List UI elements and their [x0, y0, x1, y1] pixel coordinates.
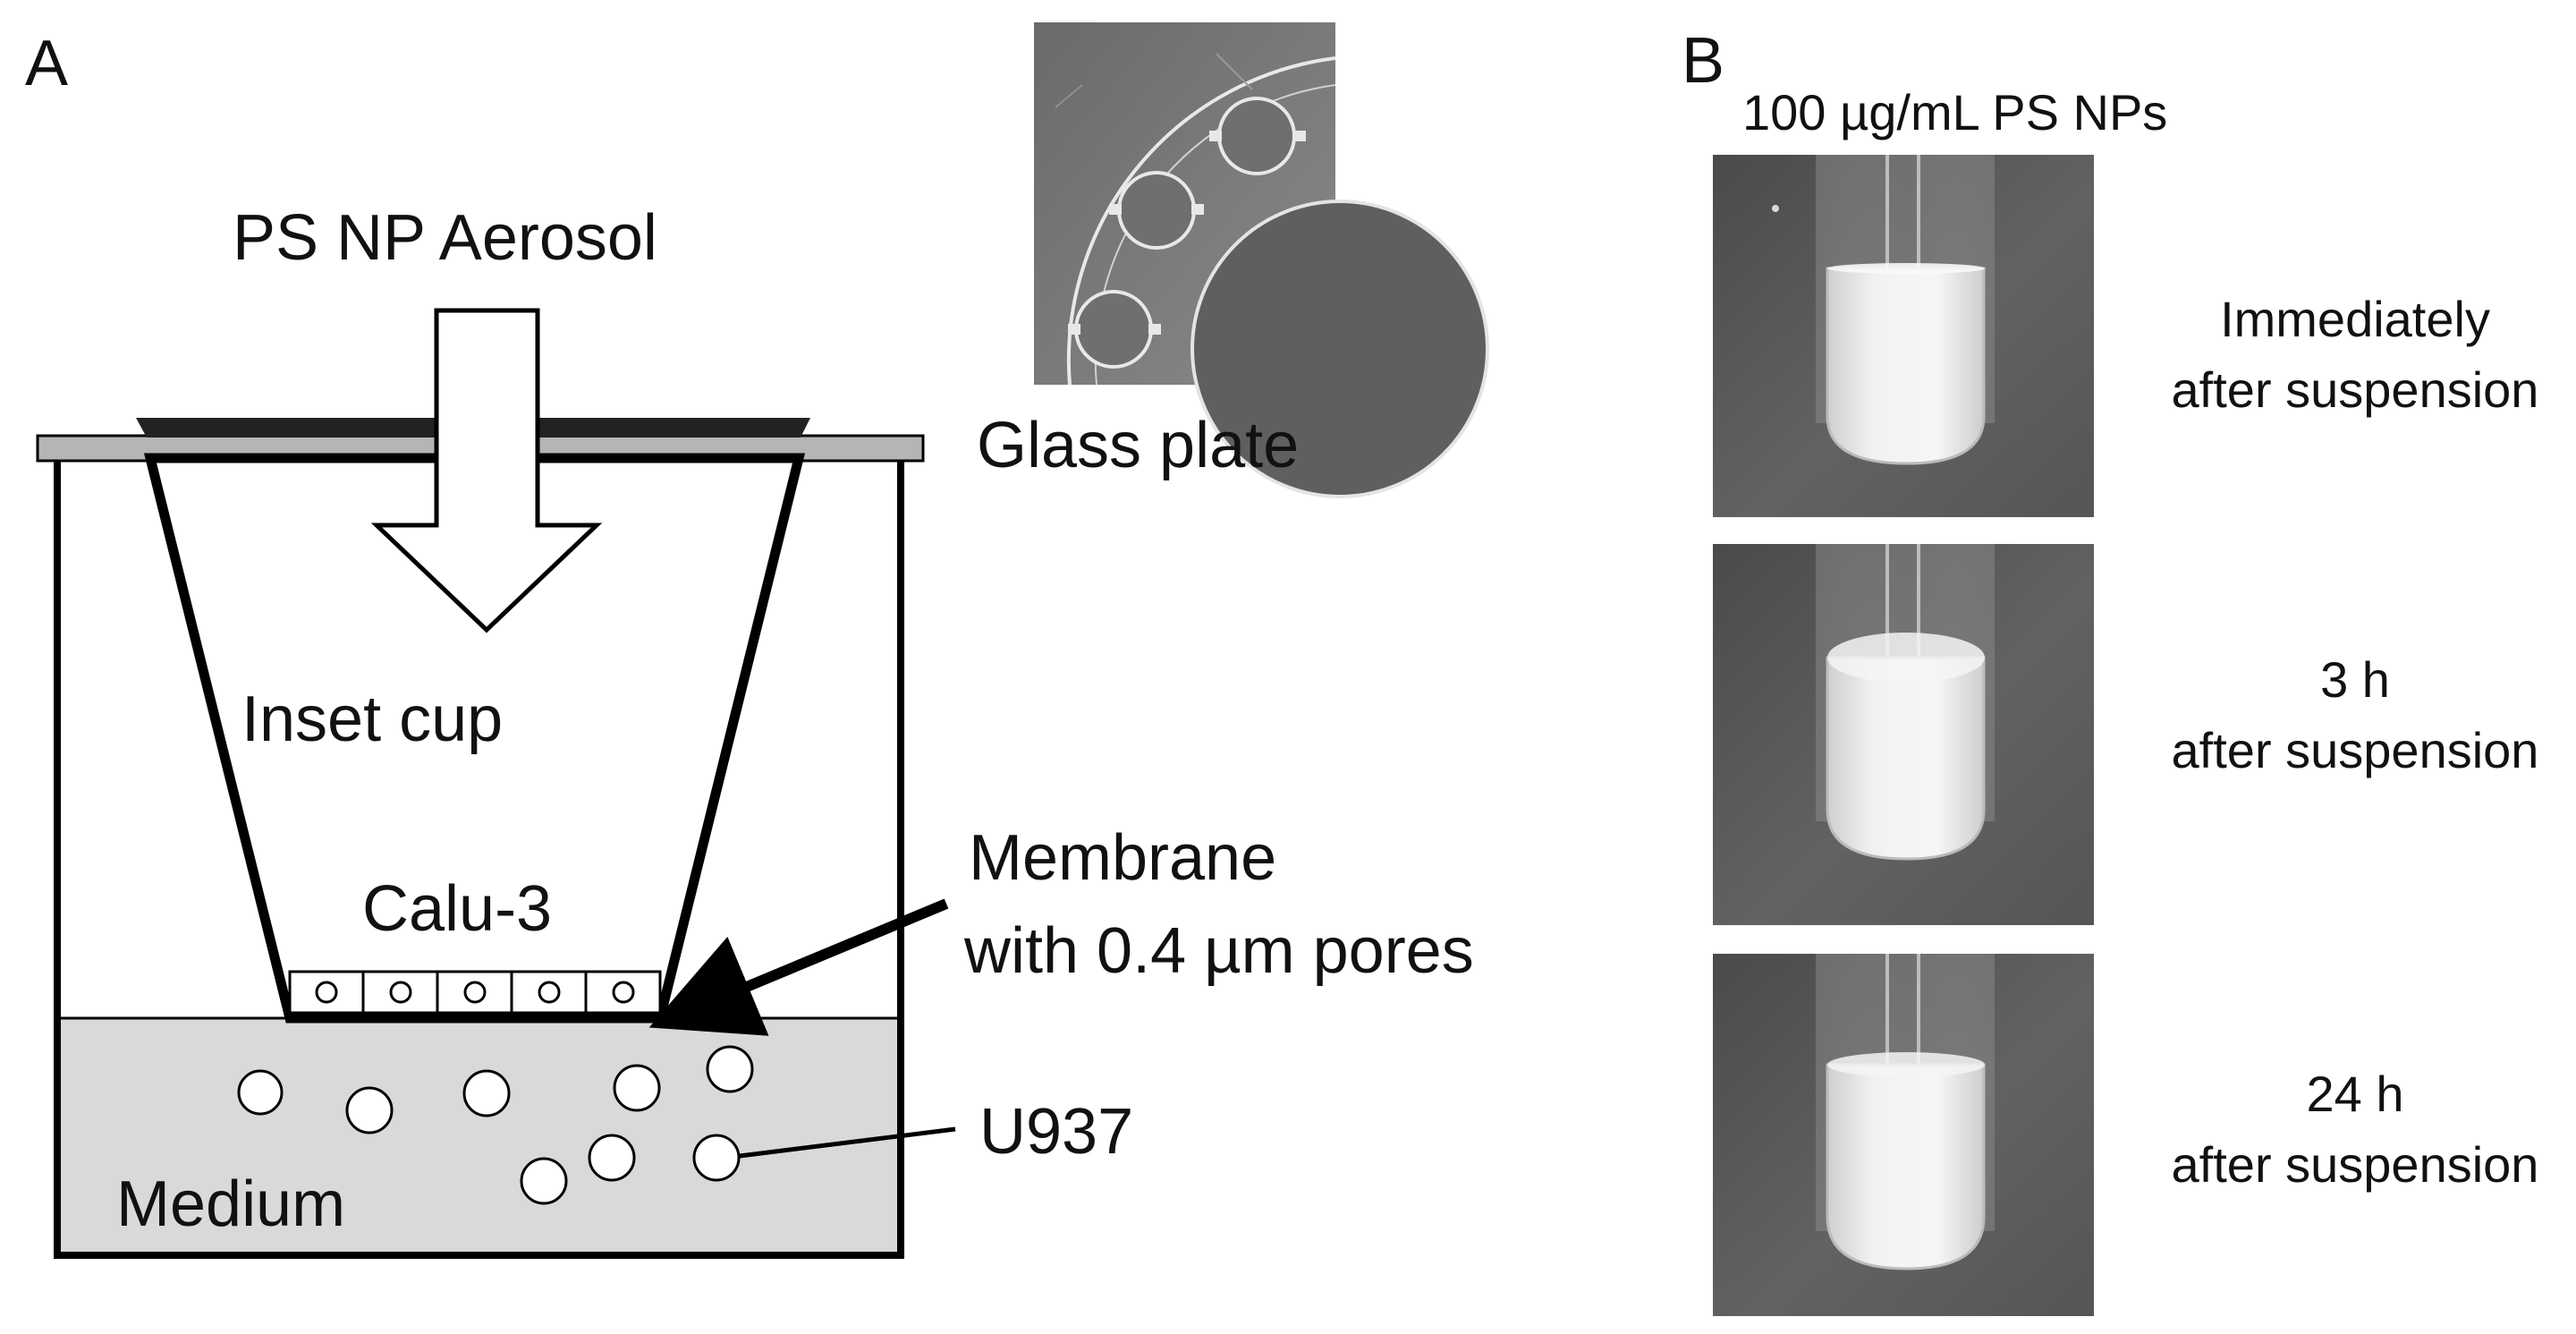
outer-well: [54, 456, 904, 1259]
u937-cell: [706, 1045, 754, 1093]
membrane-label-line1: Membrane: [969, 822, 1276, 894]
tube-label-immediately-line2: after suspension: [2172, 361, 2539, 418]
u937-cells: [237, 1045, 754, 1205]
u937-cell: [520, 1157, 568, 1205]
aerosol-label: PS NP Aerosol: [233, 202, 657, 274]
tube-label-24h-line1: 24 h: [2307, 1066, 2404, 1122]
u937-pointer: [739, 1126, 956, 1159]
tube-label-immediately-line1: Immediately: [2220, 291, 2490, 347]
u937-cell: [692, 1134, 741, 1182]
tube-photo-immediately: [1713, 155, 2094, 517]
medium-fill: [57, 1018, 901, 1255]
tube-photo-24h: [1713, 954, 2094, 1316]
panel-b: B 100 µg/mL PS NPs Immediately after sus…: [1682, 25, 2538, 1316]
glass-plate-photo: [1034, 22, 1489, 498]
calu3-label: Calu-3: [362, 873, 552, 945]
calu3-cell-layer: [288, 970, 662, 1015]
tube-label-3h-line2: after suspension: [2172, 722, 2539, 778]
membrane-label-line2: with 0.4 µm pores: [963, 915, 1474, 987]
panel-a: A: [25, 22, 1489, 1259]
membrane-pointer: [648, 898, 949, 1036]
tube-photo-3h: [1713, 544, 2094, 925]
inset-cup-label: Inset cup: [242, 684, 503, 755]
panel-b-letter: B: [1682, 25, 1724, 97]
well-walls: [54, 456, 904, 1259]
aerosol-arrow: [370, 308, 603, 633]
u937-cell: [588, 1134, 636, 1182]
u937-cell: [613, 1064, 661, 1112]
u937-cell: [462, 1069, 511, 1117]
tube-label-3h-line1: 3 h: [2320, 651, 2390, 708]
panel-b-header: 100 µg/mL PS NPs: [1742, 84, 2167, 140]
u937-label: U937: [979, 1096, 1133, 1168]
u937-cell: [345, 1086, 394, 1134]
glass-plate-label: Glass plate: [977, 410, 1299, 481]
tube-label-24h-line2: after suspension: [2172, 1136, 2539, 1193]
panel-a-letter: A: [25, 28, 68, 99]
medium-label: Medium: [116, 1168, 345, 1240]
u937-cell: [237, 1069, 284, 1116]
